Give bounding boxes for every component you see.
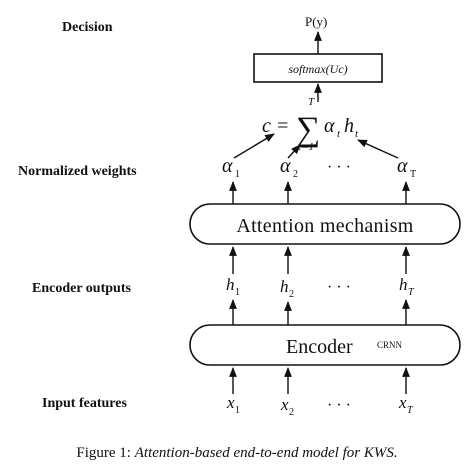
- h-t-subscript: t: [355, 128, 359, 140]
- weights-ellipsis: · · ·: [327, 159, 351, 176]
- figure-caption: Figure 1: Attention-based end-to-end mod…: [76, 445, 397, 461]
- arrow-alphaT-to-context: [357, 139, 399, 159]
- encoder-annotation: CRNN: [377, 340, 403, 350]
- input-x-2: x: [280, 395, 289, 414]
- weight-alpha-2: α: [280, 155, 291, 177]
- sum-lower-limit: t=1: [298, 141, 314, 153]
- softmax-box: [253, 53, 383, 83]
- encoder-output-h-2-subscript: 2: [289, 289, 294, 300]
- input-x-1: x: [226, 393, 235, 412]
- weight-alpha-T-subscript: T: [410, 169, 416, 180]
- alpha-t: α: [324, 115, 335, 137]
- arrow-alpha2-to-context: [287, 144, 301, 159]
- alpha-t-subscript: t: [337, 128, 341, 140]
- arrow-alpha1-to-context: [233, 133, 275, 159]
- caption-prefix: Figure 1:: [76, 445, 134, 461]
- weight-alpha-T: α: [397, 155, 408, 177]
- encoder-outputs-ellipsis: · · ·: [327, 279, 351, 296]
- encoder-label: Encoder: [286, 336, 353, 358]
- label-input-features: Input features: [42, 396, 127, 411]
- caption-text: Attention-based end-to-end model for KWS…: [134, 445, 398, 461]
- encoder-output-h-1-subscript: 1: [235, 287, 240, 298]
- encoder-output-h-T: h: [399, 275, 408, 294]
- context-vector-formula: c = ∑ T t=1 α t h t: [262, 96, 359, 153]
- input-x-2-subscript: 2: [289, 407, 294, 418]
- softmax-label: softmax(Uc): [288, 62, 347, 76]
- encoder-output-h-1: h: [226, 275, 235, 294]
- summation-symbol: ∑: [296, 111, 320, 148]
- weight-alpha-2-subscript: 2: [293, 169, 298, 180]
- encoder-box: [189, 324, 461, 366]
- encoder-output-h-T-subscript: T: [408, 287, 415, 298]
- output-probability: P(y): [305, 14, 327, 29]
- sum-upper-limit: T: [308, 96, 315, 108]
- input-x-1-subscript: 1: [235, 405, 240, 416]
- context-lhs: c =: [262, 115, 289, 137]
- encoder-output-h-2: h: [280, 277, 289, 296]
- attention-mechanism-box: [189, 203, 461, 245]
- attention-mechanism-label: Attention mechanism: [236, 215, 413, 237]
- h-t: h: [344, 115, 354, 137]
- input-x-T-subscript: T: [407, 405, 414, 416]
- weight-alpha-1-subscript: 1: [235, 169, 240, 180]
- weight-alpha-1: α: [222, 155, 233, 177]
- input-x-T: x: [398, 393, 407, 412]
- label-normalized-weights: Normalized weights: [18, 164, 137, 179]
- label-encoder-outputs: Encoder outputs: [32, 281, 131, 296]
- label-decision: Decision: [62, 20, 113, 35]
- inputs-ellipsis: · · ·: [327, 397, 351, 414]
